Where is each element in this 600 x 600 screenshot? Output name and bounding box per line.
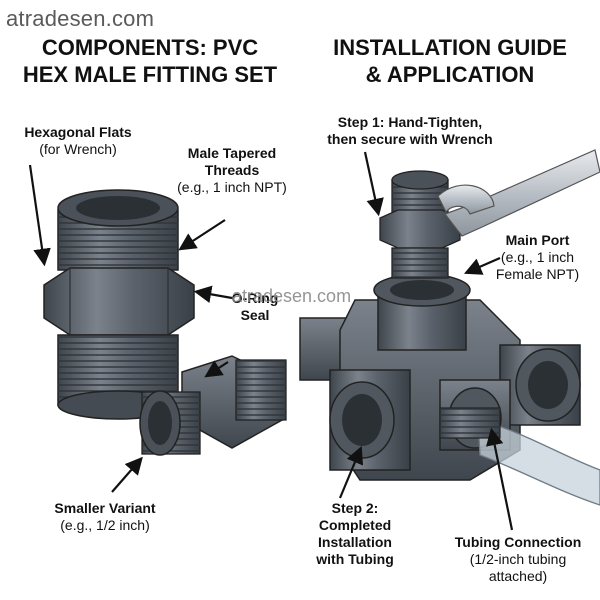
watermark-top: atradesen.com <box>6 6 155 31</box>
label-male-threads-line2: Threads <box>204 162 260 178</box>
label-male-threads-sub: (e.g., 1 inch NPT) <box>177 179 287 195</box>
components-heading-line2: HEX MALE FITTING SET <box>22 62 278 87</box>
installation-heading: INSTALLATION GUIDE & APPLICATION <box>300 34 600 88</box>
label-tubing-title: Tubing Connection <box>454 534 582 550</box>
components-heading: COMPONENTS: PVC HEX MALE FITTING SET <box>20 34 280 88</box>
label-step1-line2: then secure with Wrench <box>327 131 493 147</box>
label-hex-flats-sub: (for Wrench) <box>39 141 117 157</box>
installed-fitting <box>379 170 461 279</box>
components-heading-line1: COMPONENTS: PVC <box>41 35 259 60</box>
label-tubing: Tubing Connection (1/2-inch tubing attac… <box>438 534 598 585</box>
label-step2-line4: with Tubing <box>316 551 394 567</box>
label-smaller-variant-title: Smaller Variant <box>54 500 156 516</box>
label-main-port-sub2: Female NPT) <box>495 266 580 282</box>
label-step1: Step 1: Hand-Tighten, then secure with W… <box>305 114 515 148</box>
label-main-port: Main Port (e.g., 1 inch Female NPT) <box>480 232 595 283</box>
label-male-threads: Male Tapered Threads (e.g., 1 inch NPT) <box>162 145 302 196</box>
label-oring-line1: O-Ring <box>231 290 279 306</box>
large-hex-fitting <box>43 189 195 420</box>
label-male-threads-line1: Male Tapered <box>187 145 277 161</box>
label-oring: O-Ring Seal <box>220 290 290 324</box>
label-step2-line1: Step 2: <box>331 500 379 516</box>
wrench <box>437 149 600 237</box>
installation-heading-line1: INSTALLATION GUIDE <box>333 35 567 60</box>
callout-arrows <box>28 151 514 531</box>
label-step2-line3: Installation <box>318 534 392 550</box>
label-main-port-sub1: (e.g., 1 inch <box>500 249 575 265</box>
label-tubing-sub2: attached) <box>488 568 548 584</box>
label-step2: Step 2: Completed Installation with Tubi… <box>300 500 410 568</box>
label-step1-line1: Step 1: Hand-Tighten, <box>337 114 483 130</box>
label-step2-line2: Completed <box>318 517 392 533</box>
label-hex-flats-title: Hexagonal Flats <box>24 124 132 140</box>
installation-heading-line2: & APPLICATION <box>365 62 535 87</box>
label-tubing-sub1: (1/2-inch tubing <box>469 551 567 567</box>
label-hex-flats: Hexagonal Flats (for Wrench) <box>8 124 148 158</box>
label-smaller-variant: Smaller Variant (e.g., 1/2 inch) <box>30 500 180 534</box>
watermark-middle: atradesen.com <box>232 286 352 306</box>
label-main-port-title: Main Port <box>505 232 570 248</box>
small-hex-fitting <box>139 355 287 456</box>
label-smaller-variant-sub: (e.g., 1/2 inch) <box>60 517 150 533</box>
label-oring-line2: Seal <box>240 307 270 323</box>
